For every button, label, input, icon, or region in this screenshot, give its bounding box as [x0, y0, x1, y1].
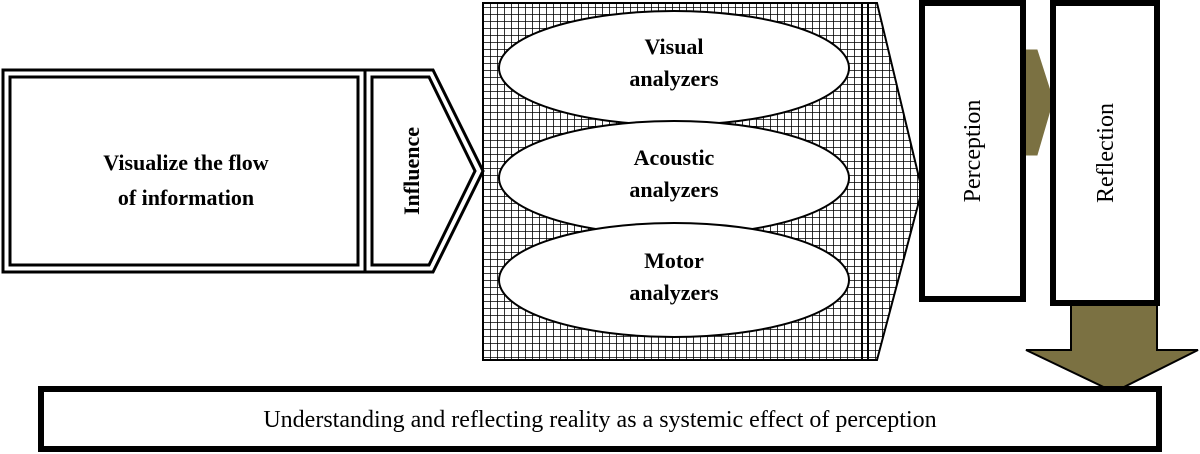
- bottom-bar-label: Understanding and reflecting reality as …: [263, 407, 936, 433]
- perception-label: Perception: [960, 100, 986, 203]
- reflection-label: Reflection: [1093, 103, 1119, 203]
- visual-analyzers-line1: Visual: [644, 34, 703, 59]
- source-box-line1: Visualize the flow: [103, 150, 268, 175]
- influence-arrow: [363, 68, 485, 274]
- perception-to-reflection-arrow: [1023, 49, 1054, 156]
- perception-box: [919, 0, 1026, 302]
- visual-analyzers-line2: analyzers: [629, 66, 719, 91]
- influence-label: Influence: [399, 127, 424, 215]
- acoustic-analyzers-line2: analyzers: [629, 177, 719, 202]
- source-box: [1, 68, 367, 274]
- motor-analyzers-line1: Motor: [644, 248, 704, 273]
- reflection-down-arrow: [1025, 302, 1199, 394]
- bottom-bar: [38, 386, 1162, 452]
- reflection-box: [1050, 0, 1160, 306]
- acoustic-analyzers-line1: Acoustic: [634, 145, 715, 170]
- motor-analyzers-ellipse: [498, 222, 850, 338]
- source-box-line2: of information: [118, 185, 254, 210]
- motor-analyzers-line2: analyzers: [629, 280, 719, 305]
